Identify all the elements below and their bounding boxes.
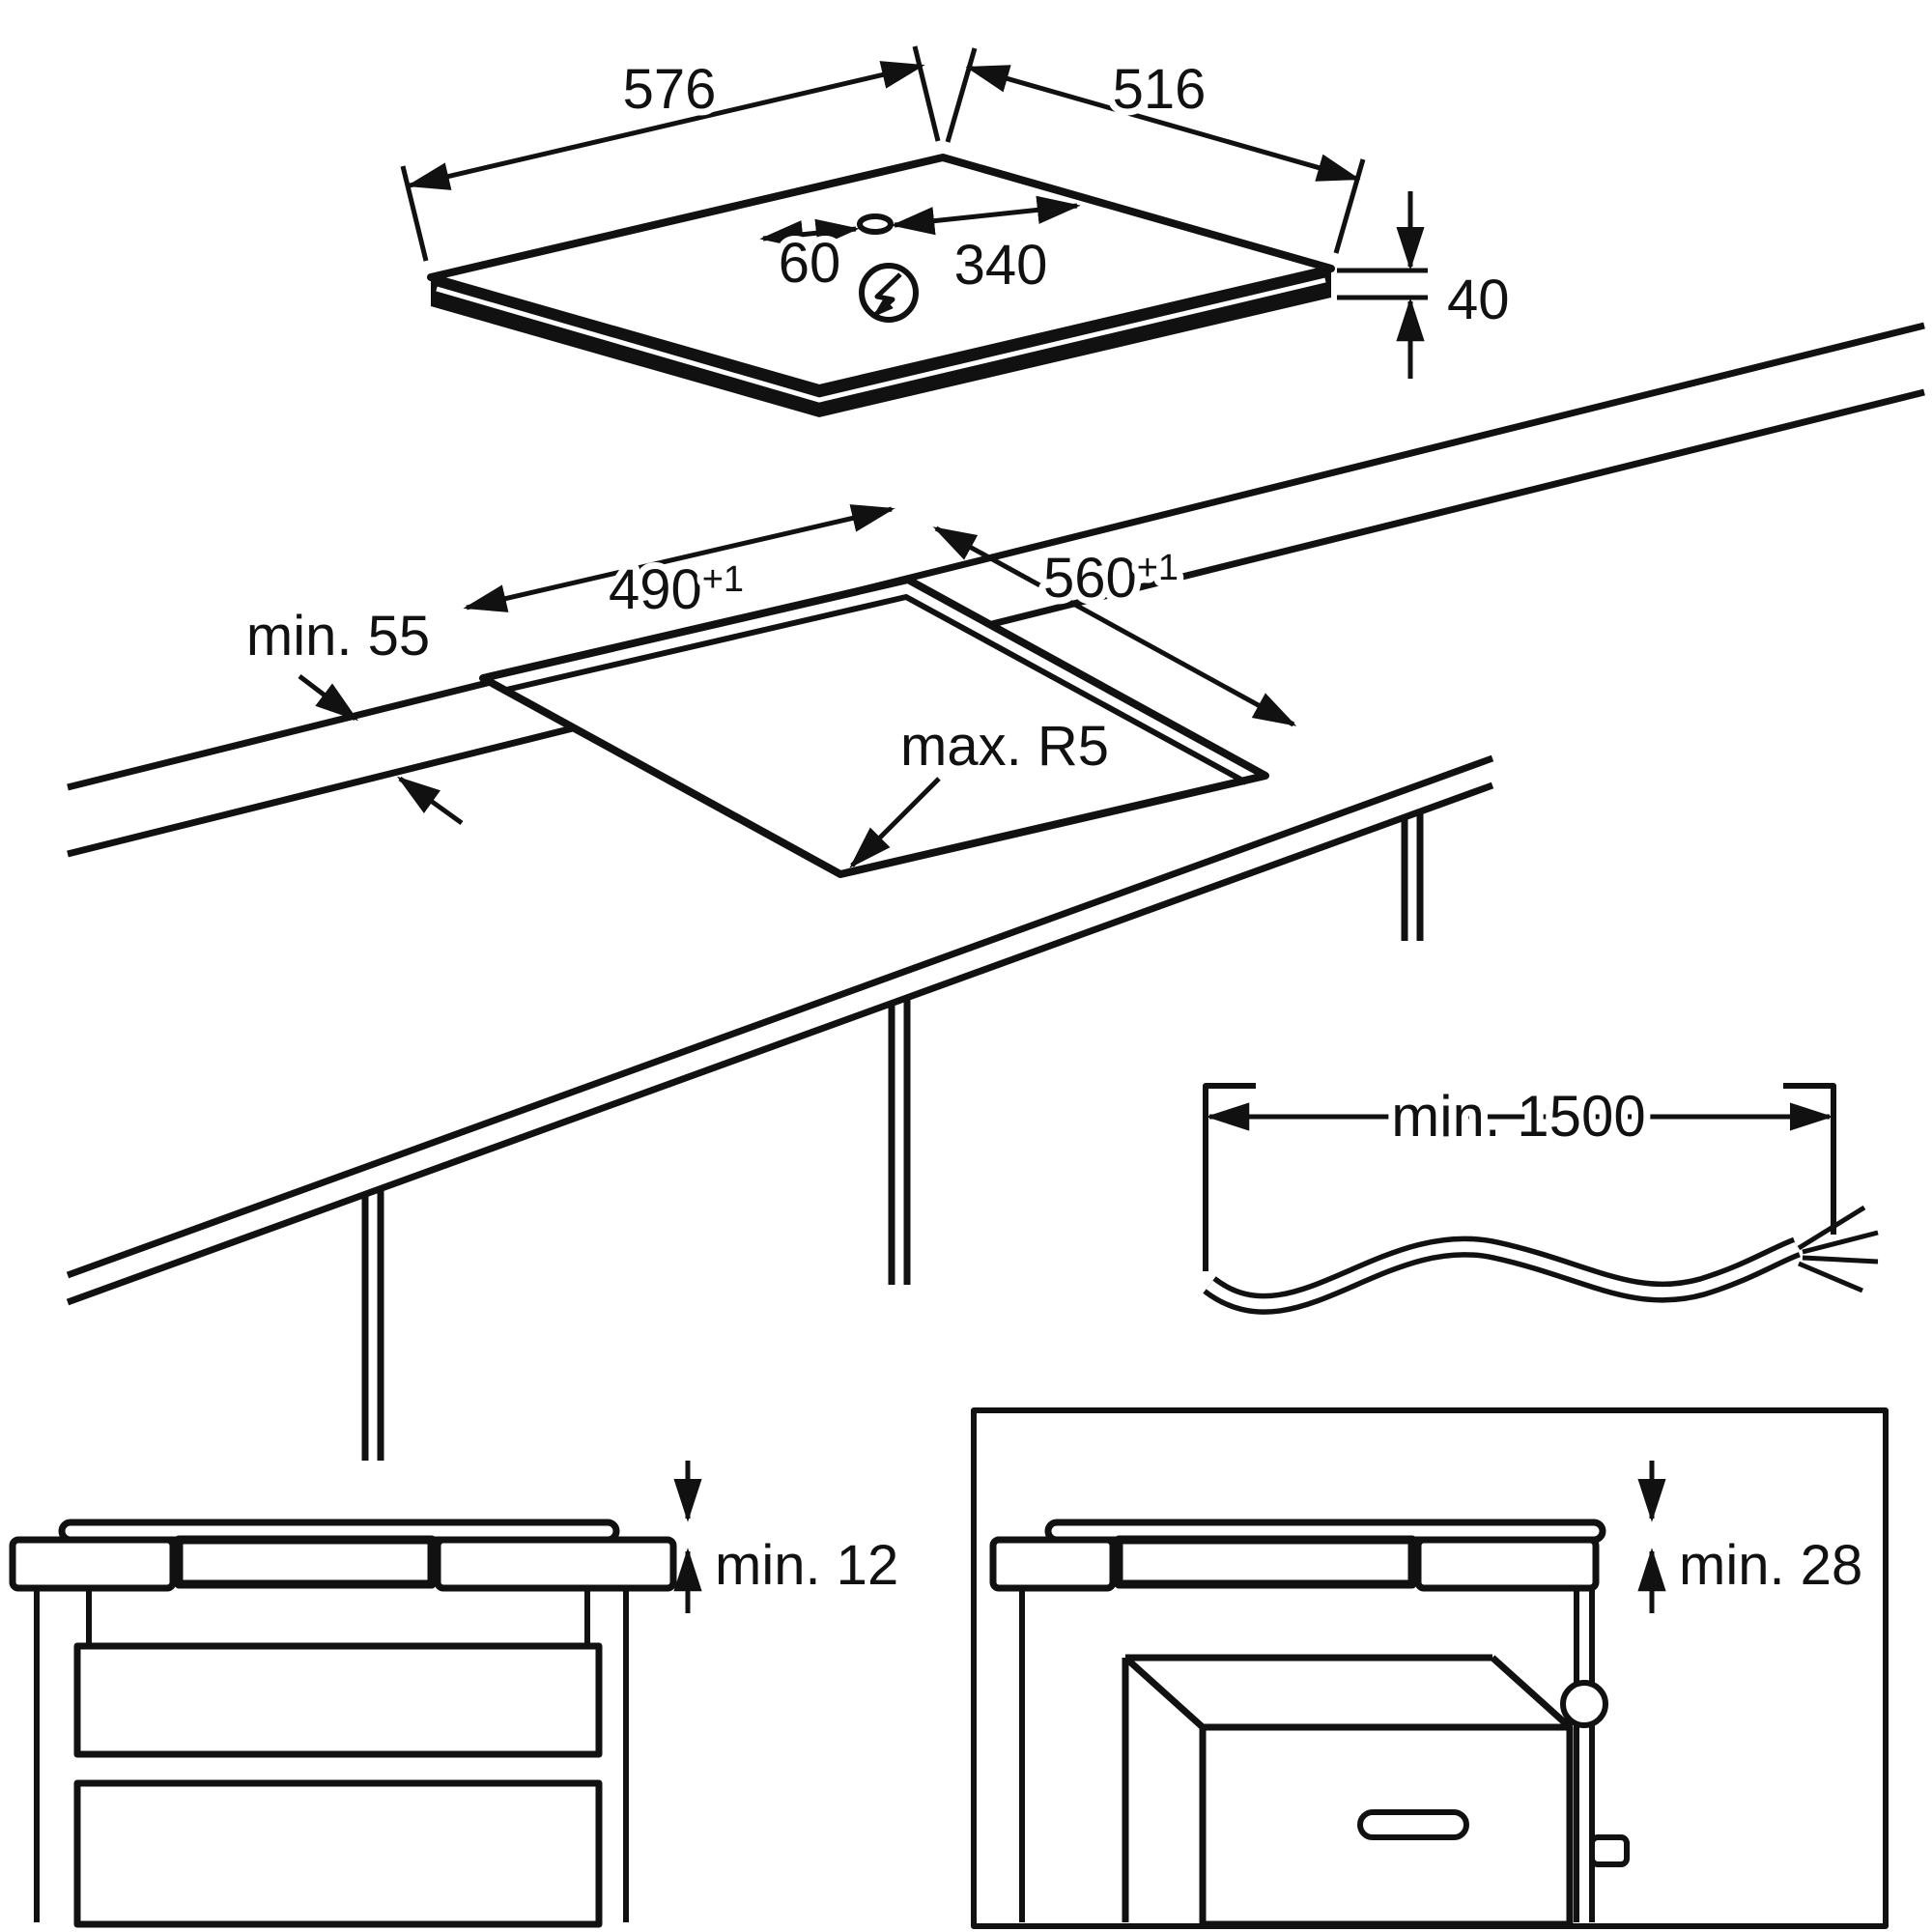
hob-body-side [174,1535,437,1589]
front-clearance-arrow-upper [298,674,358,722]
wire-end-line [1798,1261,1863,1293]
drawer-clearance-label: min. 12 [715,1534,898,1597]
extension-line [945,47,978,143]
corner-radius-arrow [849,777,941,868]
wire-end-line [1802,1255,1879,1264]
front-clearance-arrow-lower [396,776,464,826]
cabinet-leg-middle [888,998,911,1285]
worktop-cutout: 490+1 560+1 min. 55 max. R5 [240,504,1297,878]
drawer-front-upper [73,1642,603,1758]
hob-isometric: 60 340 576 516 40 [400,45,1517,417]
hob-glass-lip-line [436,277,1326,403]
worktop-left-block [9,1536,177,1592]
cable-length-label: min. 1500 [1391,1084,1646,1149]
cutout-width-tolerance: +1 [1137,548,1179,588]
power-symbol-circle [859,263,919,323]
cabinet-front-bottom-edge-line [66,781,1494,1306]
mains-cable: min. 1500 [1203,1077,1879,1315]
lightning-bolt-icon [859,263,919,323]
oven-hinge-knob [1560,1680,1608,1728]
hob-depth-label: 516 [1113,58,1207,121]
wire-end-line [1797,1205,1866,1251]
hob-height-label: 40 [1447,269,1510,331]
cabinet-leg-right [1401,811,1424,941]
side-view-oven: min. 28 [971,1407,1889,1929]
front-clearance-label: min. 55 [246,605,430,668]
cabinet-front-top-edge-line [66,754,1494,1279]
cutout-depth-value: 490 [609,558,702,621]
hob-body-side [1114,1535,1417,1589]
power-symbol-bolt [872,272,902,318]
cutout-width-label: 560+1 [1043,547,1179,610]
cutout-depth-label: 490+1 [609,558,744,621]
cable-core-line [1206,1241,1799,1310]
hole-offset-right-label: 340 [954,234,1048,297]
cutout-depth-tolerance: +1 [702,559,744,600]
extension-line [912,45,941,142]
oven-handle [1357,1809,1469,1840]
hob-width-dimension-arrow [406,61,925,190]
oven-top-right-slant [1490,1655,1573,1730]
hob-width-label: 576 [623,58,717,121]
hole-offset-right-arrow [891,195,1081,236]
corner-radius-label: max. R5 [900,715,1109,778]
worktop-right-block [434,1536,677,1592]
cutout-depth-dimension-arrow [463,504,895,612]
hole-offset-left-arrow [759,218,860,249]
hob-depth-dimension-arrow [965,65,1361,182]
cable-length-bracket-right [1783,1083,1836,1235]
worktop-left-block [989,1536,1117,1592]
cabinet-leg-left [361,1188,384,1461]
oven-clearance-label: min. 28 [1679,1534,1862,1597]
oven-side-knob [1589,1834,1630,1867]
cutout-width-dimension-arrow [932,526,1297,727]
wire-end-line [1802,1230,1879,1255]
hole-offset-left-label: 60 [779,232,841,295]
cable-hole [857,213,894,235]
worktop-right-block [1414,1536,1600,1592]
cable-wire-ends [1797,1205,1879,1293]
oven-top-left-slant [1122,1655,1206,1730]
side-view-drawer: min. 12 [9,1461,905,1928]
cable-length-bracket-left [1203,1083,1256,1271]
cutout-width-value: 560 [1043,547,1137,610]
drawer-front-lower [73,1779,603,1928]
